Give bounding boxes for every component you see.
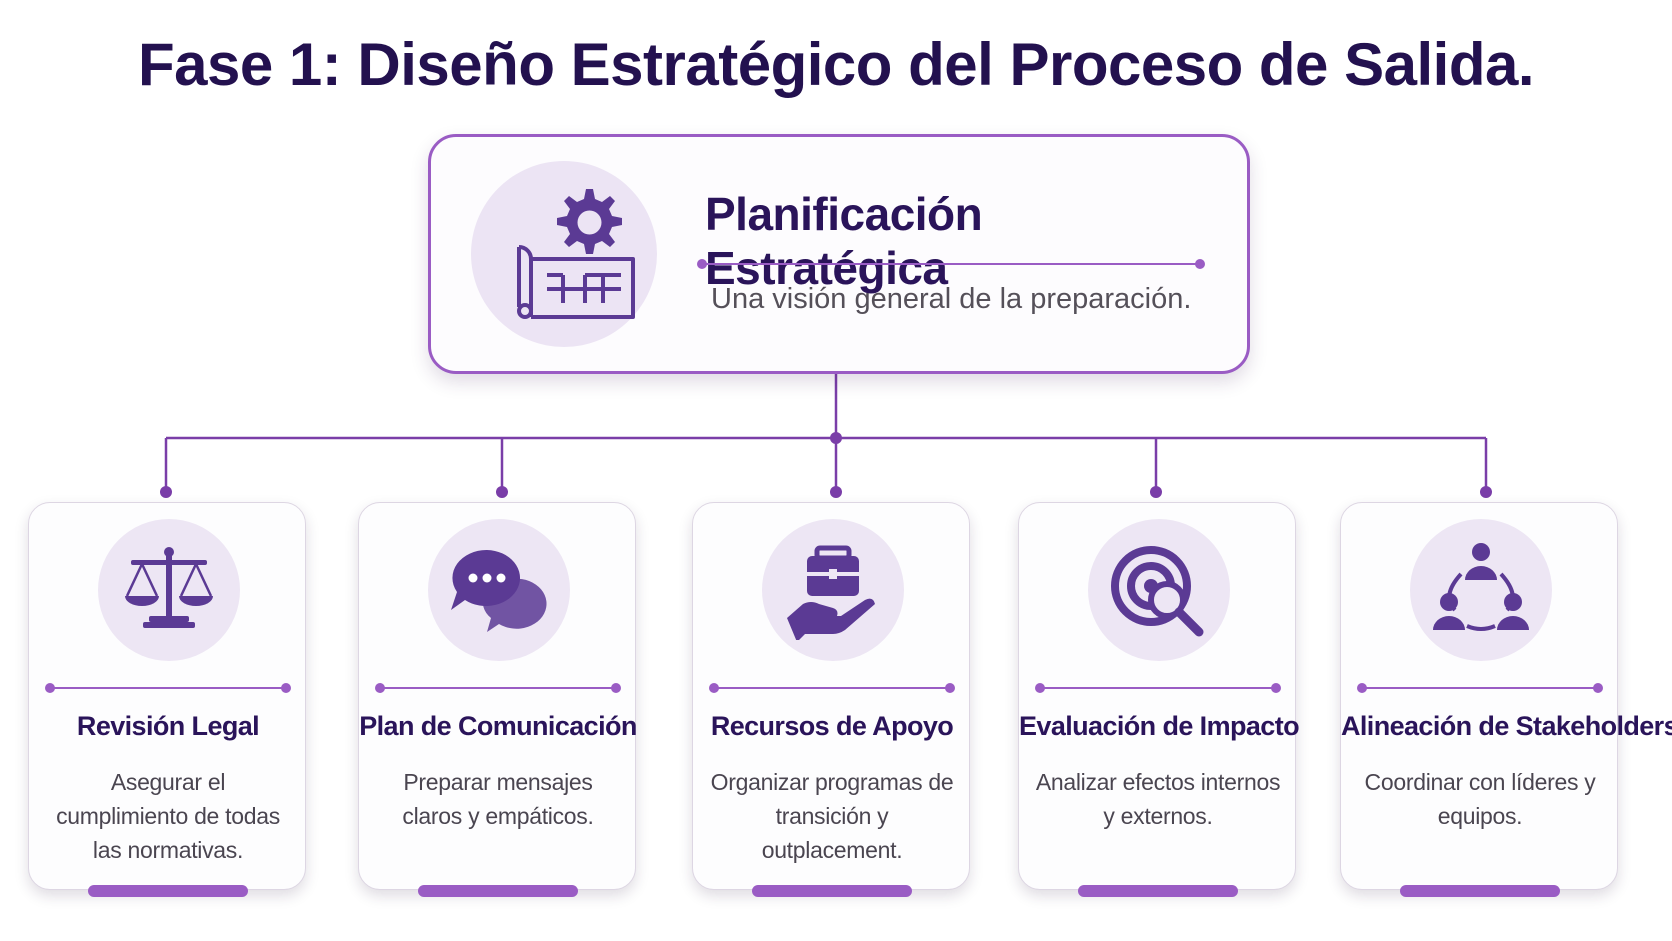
card-divider bbox=[1357, 683, 1603, 693]
card-alineacion-stakeholders: Alineación de Stakeholders Coordinar con… bbox=[1340, 502, 1672, 897]
main-node-subtitle: Una visión general de la preparación. bbox=[711, 283, 1192, 315]
card-accent-bar bbox=[88, 885, 248, 897]
card-plan-comunicacion: Plan de Comunicación Preparar mensajes c… bbox=[358, 502, 637, 897]
card-title: Plan de Comunicación bbox=[359, 711, 637, 741]
card-title: Recursos de Apoyo bbox=[710, 711, 954, 741]
chat-bubbles-icon bbox=[428, 519, 570, 661]
main-node-card: Planificación Estratégica Una visión gen… bbox=[428, 134, 1250, 374]
card-accent-bar bbox=[418, 885, 578, 897]
main-node-title: Planificación Estratégica bbox=[705, 188, 983, 294]
card-divider bbox=[709, 683, 955, 693]
card-title: Revisión Legal bbox=[76, 711, 260, 741]
card-title: Alineación de Stakeholders bbox=[1341, 711, 1672, 741]
card-description: Organizar programas de transición y outp… bbox=[710, 769, 954, 863]
page-title: Fase 1: Diseño Estratégico del Proceso d… bbox=[137, 31, 1535, 98]
main-node-divider bbox=[697, 259, 1205, 269]
card-accent-bar bbox=[752, 885, 912, 897]
hand-briefcase-icon bbox=[762, 519, 904, 661]
scales-of-justice-icon bbox=[98, 519, 240, 661]
card-description: Preparar mensajes claros y empáticos. bbox=[402, 769, 594, 829]
card-accent-bar bbox=[1078, 885, 1238, 897]
card-revision-legal: Revisión Legal Asegurar el cumplimiento … bbox=[28, 502, 306, 897]
card-divider bbox=[45, 683, 291, 693]
card-accent-bar bbox=[1400, 885, 1560, 897]
people-network-icon bbox=[1410, 519, 1552, 661]
card-title: Evaluación de Impacto bbox=[1019, 711, 1300, 741]
card-divider bbox=[1035, 683, 1281, 693]
card-recursos-apoyo: Recursos de Apoyo Organizar programas de… bbox=[692, 502, 970, 897]
card-description: Analizar efectos internos y externos. bbox=[1035, 769, 1281, 829]
blueprint-gear-icon bbox=[471, 161, 657, 347]
target-magnifier-icon bbox=[1088, 519, 1230, 661]
card-description: Coordinar con líderes y equipos. bbox=[1364, 769, 1596, 829]
card-divider bbox=[375, 683, 621, 693]
card-evaluacion-impacto: Evaluación de Impacto Analizar efectos i… bbox=[1018, 502, 1300, 897]
card-description: Asegurar el cumplimiento de todas las no… bbox=[56, 769, 280, 863]
